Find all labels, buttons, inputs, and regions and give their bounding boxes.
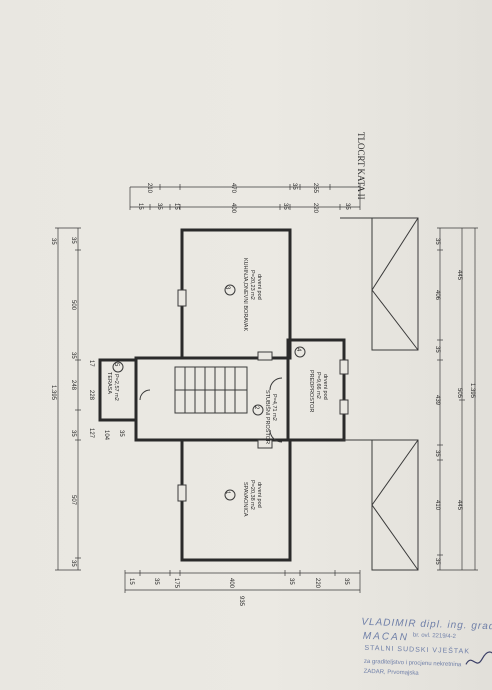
room-name: PREDPROSTOR bbox=[308, 370, 314, 412]
dimension-label: 470 bbox=[230, 183, 236, 194]
stamp-line: MACAN bbox=[362, 630, 410, 644]
dimension-label: 1.395 bbox=[50, 385, 56, 401]
room-number-circle bbox=[252, 404, 264, 416]
dimension-label: 35 bbox=[343, 578, 349, 585]
dimension-label: 15 bbox=[173, 203, 179, 210]
dimension-label: 35 bbox=[344, 203, 350, 210]
dimension-label: 35 bbox=[434, 558, 440, 565]
dimension-label: 445 bbox=[456, 270, 462, 281]
room-name: KUHINJA,DNEVNI BORAVAK bbox=[242, 258, 248, 331]
dimension-label: 35 bbox=[70, 237, 76, 244]
dimension-label: 220 bbox=[312, 203, 318, 214]
dimension-label: 35 bbox=[118, 430, 124, 437]
room-area: P=20,23 m2 bbox=[249, 270, 255, 300]
dimension-label: 175 bbox=[173, 578, 179, 589]
dimension-label: 104 bbox=[103, 430, 109, 441]
dimension-label: 507 bbox=[70, 495, 76, 506]
window bbox=[257, 439, 273, 449]
dimension-label: 35 bbox=[291, 183, 297, 190]
dimension-label: 35 bbox=[282, 203, 288, 210]
dimension-label: 500 bbox=[70, 300, 76, 311]
room-number: 4 bbox=[295, 348, 301, 352]
dimension-label: 35 bbox=[70, 430, 76, 437]
room-number: 3 bbox=[224, 286, 230, 290]
dimension-label: 35 bbox=[50, 238, 56, 245]
wall-living-room bbox=[180, 228, 292, 360]
room-number-circle bbox=[294, 346, 306, 358]
dimension-label: 228 bbox=[88, 390, 94, 401]
room-name: STUBIŠNI PROSTOR bbox=[264, 390, 271, 444]
dimension-label: 35 bbox=[70, 352, 76, 359]
stamp-line: STALNI SUDSKI VJEŠTAK bbox=[364, 644, 471, 656]
dimension-label: 439 bbox=[434, 395, 440, 406]
roof-outline bbox=[340, 439, 419, 571]
room-floor: drveni pod bbox=[256, 274, 262, 300]
dimension-label: 248 bbox=[70, 380, 76, 391]
door-swing bbox=[269, 377, 283, 391]
room-area: P=9,66 m2 bbox=[315, 372, 321, 399]
dimension-label: 400 bbox=[230, 203, 236, 214]
room-area: P=20,38 m2 bbox=[249, 480, 255, 510]
dimension-label: 35 bbox=[153, 578, 159, 585]
dimension-label: 505 bbox=[456, 388, 462, 399]
dimension-label: 35 bbox=[434, 346, 440, 353]
dimension-label: 255 bbox=[312, 183, 318, 194]
stamp-line: br. ovl. 2219/4-2 bbox=[412, 632, 457, 640]
dimension-label: 35 bbox=[434, 450, 440, 457]
staircase bbox=[174, 366, 248, 414]
stamp-line: ZADAR, Prvomajska bbox=[363, 668, 419, 677]
room-number-circle bbox=[224, 284, 236, 296]
room-number-circle bbox=[224, 489, 236, 501]
door-swing bbox=[269, 429, 283, 443]
signature-icon bbox=[465, 651, 492, 665]
dimension-label: 410 bbox=[434, 500, 440, 511]
architect-stamp: VLADIMIR dipl. ing. grad. MACAN br. ovl.… bbox=[350, 614, 492, 690]
dimension-label: 15 bbox=[137, 203, 143, 210]
dimension-label: 445 bbox=[456, 500, 462, 511]
dimension-label: 35 bbox=[288, 578, 294, 585]
dimension-label: 400 bbox=[228, 578, 234, 589]
door-swing bbox=[139, 389, 151, 401]
room-name: TERASA bbox=[106, 372, 112, 394]
dimension-label: 35 bbox=[434, 238, 440, 245]
dimension-label: 1.395 bbox=[469, 383, 475, 399]
roof-outline bbox=[340, 217, 419, 351]
room-number: 1 bbox=[224, 491, 230, 495]
wall-bedroom bbox=[180, 438, 292, 562]
window bbox=[257, 351, 273, 361]
drawing-title: TLOCRT KATA II bbox=[356, 132, 366, 200]
window bbox=[177, 484, 187, 502]
room-number-circle bbox=[112, 361, 124, 373]
room-number: 5 bbox=[113, 363, 119, 367]
dimension-label: 127 bbox=[88, 428, 94, 439]
dimension-label: 15 bbox=[128, 578, 134, 585]
room-floor: drveni pod bbox=[322, 374, 328, 400]
wall-hallway bbox=[286, 338, 346, 442]
dimension-label: 210 bbox=[146, 183, 152, 194]
room-floor: drveni pod bbox=[256, 482, 262, 508]
dimension-label: 406 bbox=[434, 290, 440, 301]
dimension-label: 935 bbox=[238, 596, 244, 607]
room-area: P=4,71 m2 bbox=[271, 394, 277, 421]
dimension-label: 35 bbox=[70, 560, 76, 567]
window bbox=[177, 289, 187, 307]
room-number: 2 bbox=[253, 406, 259, 410]
room-name: SPAVAONICA bbox=[242, 482, 248, 517]
stamp-line: VLADIMIR dipl. ing. grad. bbox=[361, 616, 492, 633]
window bbox=[339, 399, 349, 415]
dimension-label: 17 bbox=[88, 360, 94, 367]
dimension-label: 35 bbox=[156, 203, 162, 210]
wall-terrace bbox=[98, 358, 138, 422]
window bbox=[339, 359, 349, 375]
dimension-label: 220 bbox=[314, 578, 320, 589]
room-area: P=2,57 m2 bbox=[113, 374, 119, 401]
stamp-line: za graditeljstvo i procjenu nekretnina bbox=[363, 658, 462, 669]
